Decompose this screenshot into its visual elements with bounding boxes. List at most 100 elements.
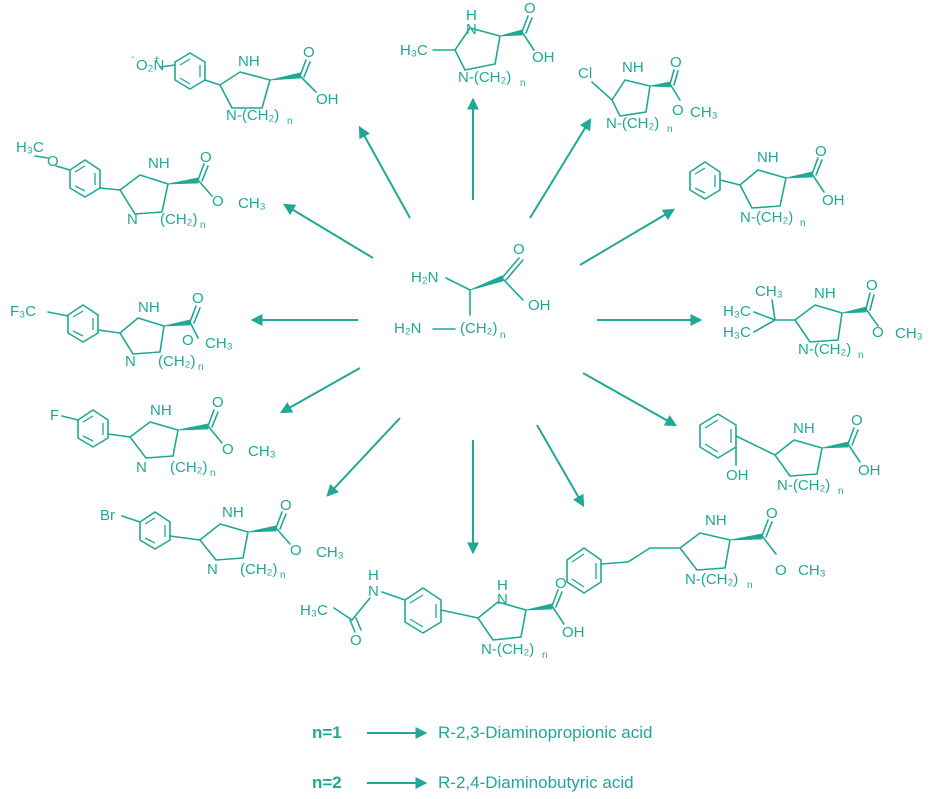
atom-label-ring_labels-sub_n: n	[198, 362, 204, 373]
product-chloromethyl: Cl NH N-(CH₂) n O O CH₃	[578, 54, 718, 135]
product-fluorophenyl: F NH N (CH₂) n O O CH₃	[50, 394, 276, 479]
atom-label-ring_labels-n_ring: N	[127, 211, 138, 228]
atom-label-products-6-carbonyl_o: O	[866, 277, 878, 294]
atom-label-ring_labels-nh: NH	[705, 512, 727, 529]
atom-label-products-5-ester_o: O	[182, 332, 194, 349]
atom-label-center-hydroxyl: OH	[528, 297, 551, 314]
atom-label-tbutyl-b: H₃C	[723, 324, 751, 341]
atom-label-ring_labels-nh: NH	[793, 420, 815, 437]
atom-label-products-8-carbonyl_o: O	[851, 412, 863, 429]
atom-label-products-2-carbonyl_o: O	[670, 54, 682, 71]
atom-label-legend-0-n: n=1	[312, 723, 342, 742]
atom-label-ring_labels-n_chain: N-(CH₂)	[606, 115, 659, 132]
atom-label-ring_labels-nh: NH	[148, 155, 170, 172]
arrow-nitrophenyl	[358, 125, 411, 219]
atom-label-ring_labels-nh: NH	[757, 149, 779, 166]
atom-label-ring_labels-sub_n: n	[747, 580, 753, 591]
atom-label-center-chain: (CH₂)	[160, 211, 197, 228]
atom-label-products-9-ester_o: O	[290, 542, 302, 559]
atom-label-products-10-ester: OH	[562, 624, 585, 641]
atom-label-ring_labels-n_ring: N	[136, 459, 147, 476]
atom-label-ring_labels-sub_n: n	[542, 650, 548, 661]
atom-label-center-amine_top: H₂N	[411, 269, 439, 286]
atom-label-ring_labels-sub_n: n	[210, 468, 216, 479]
atom-label-products-2-ester: CH₃	[690, 104, 718, 121]
atom-label-ring_labels-nh: NH	[622, 59, 644, 76]
atom-label-ring_labels-n_chain: N-(CH₂)	[481, 641, 534, 658]
atom-label-products-6-ester_o: O	[872, 324, 884, 341]
atom-label-ring_labels-n_chain: N-(CH₂)	[777, 477, 830, 494]
atom-label-products-0-carbonyl_o: O	[303, 44, 315, 61]
atom-label-products-2-substituent: Cl	[578, 65, 592, 82]
atom-label-ring_labels-n_chain: N-(CH₂)	[458, 69, 511, 86]
atom-label-products-7-substituent: F	[50, 407, 59, 424]
atom-label-ring_labels-n_ring: N	[466, 21, 477, 38]
atom-label-ring_labels-sub_n: n	[667, 124, 673, 135]
atom-label-products-10-amide_o: O	[350, 632, 362, 649]
atom-label-center-carbonyl_o: O	[513, 241, 525, 258]
product-phenyl: NH N-(CH₂) n O OH	[689, 143, 845, 229]
atom-label-products-1-ester: OH	[532, 49, 555, 66]
legend: n=1 R-2,3-Diaminopropionic acid n=2 R-2,…	[312, 723, 652, 792]
atom-label-center-n: n	[500, 330, 506, 341]
atom-label-ring_labels-sub_n: n	[287, 116, 293, 127]
atom-label-ring_labels-n_chain: N-(CH₂)	[685, 571, 738, 588]
atom-label-products-5-carbonyl_o: O	[192, 290, 204, 307]
arrow-hydroxyphenyl	[582, 372, 678, 427]
atom-label-ring_labels-h: H	[466, 7, 477, 24]
legend-row-n2: n=2 R-2,4-Diaminobutyric acid	[312, 773, 634, 792]
atom-label-products-11-ester_o: O	[775, 562, 787, 579]
atom-label-products-3-substituent: H₃C	[16, 139, 44, 156]
atom-label-products-5-ester: CH₃	[205, 335, 233, 352]
atom-label-legend-1-name: R-2,4-Diaminobutyric acid	[438, 773, 634, 792]
arrow-phenethyl	[536, 424, 585, 508]
legend-row-n1: n=1 R-2,3-Diaminopropionic acid	[312, 723, 652, 742]
atom-label-products-3-ester_o: O	[212, 193, 224, 210]
atom-label-ring_labels-h: H	[497, 577, 508, 594]
atom-label-products-10-amide_h: H	[368, 567, 379, 584]
atom-label-ring_labels-sub_n: n	[858, 350, 864, 361]
atom-label-ring_labels-n_chain: N-(CH₂)	[798, 341, 851, 358]
atom-label-products-7-carbonyl_o: O	[212, 394, 224, 411]
atom-label-center-chain: (CH₂)	[460, 320, 497, 337]
atom-label-products-10-substituent: H₃C	[300, 602, 328, 619]
atom-label-products-6-ester: CH₃	[895, 325, 923, 342]
arrow-bromophenyl	[326, 417, 401, 497]
atom-label-tbutyl-c: CH₃	[755, 283, 783, 300]
atom-label-products-1-carbonyl_o: O	[524, 0, 536, 17]
atom-label-products-2-ester_o: O	[672, 102, 684, 119]
atom-label-legend-0-name: R-2,3-Diaminopropionic acid	[438, 723, 652, 742]
atom-label-products-7-ester: CH₃	[248, 443, 276, 460]
atom-label-ring_labels-sub_n: n	[838, 486, 844, 497]
product-methyl: H₃C H N N-(CH₂) n O OH	[400, 0, 555, 89]
atom-label-ring_labels-nh: NH	[138, 299, 160, 316]
product-hydroxyphenyl: OH NH N-(CH₂) n O OH	[699, 412, 881, 497]
atom-label-ring_labels-sub_n: n	[200, 220, 206, 231]
product-trifluoromethylphenyl: F₃C NH N (CH₂) n O O CH₃	[10, 290, 233, 373]
atom-label-products-10-carbonyl_o: O	[555, 575, 567, 592]
atom-label-center-chain: (CH₂)	[240, 561, 277, 578]
atom-label-products-11-ester: CH₃	[798, 562, 826, 579]
atom-label-center-amine_bottom: H₂N	[394, 320, 422, 337]
product-bromophenyl: Br NH N (CH₂) n O O CH₃	[100, 497, 344, 581]
atom-label-products-5-substituent: F₃C	[10, 303, 36, 320]
atom-label-products-9-carbonyl_o: O	[280, 497, 292, 514]
product-tbutyl: H₃C H₃C CH₃ NH N-(CH₂) n O O CH₃	[723, 277, 923, 361]
atom-label-legend-1-n: n=2	[312, 773, 342, 792]
arrow-phenyl	[579, 208, 676, 266]
product-acetamidophenyl: H₃C O H N H N N-(CH₂) n O OH	[300, 567, 585, 661]
atom-label-products-3-ester: CH₃	[238, 195, 266, 212]
atom-label-products-1-substituent: H₃C	[400, 42, 428, 59]
atom-label-products-0-minus: -	[131, 52, 134, 63]
arrow-chloromethyl	[529, 117, 592, 219]
arrows	[250, 97, 703, 555]
atom-label-products-4-ester: OH	[822, 192, 845, 209]
atom-label-products-3-carbonyl_o: O	[200, 149, 212, 166]
atom-label-ring_labels-sub_n: n	[520, 78, 526, 89]
atom-label-products-8-ester: OH	[858, 462, 881, 479]
starting-material: H₂N H₂N (CH₂) n O OH	[394, 241, 551, 341]
atom-label-center-chain: (CH₂)	[158, 353, 195, 370]
atom-label-ring_labels-nh: NH	[222, 504, 244, 521]
atom-label-ring_labels-n_ring: N	[207, 561, 218, 578]
atom-label-ring_labels-n_chain: N-(CH₂)	[226, 107, 279, 124]
